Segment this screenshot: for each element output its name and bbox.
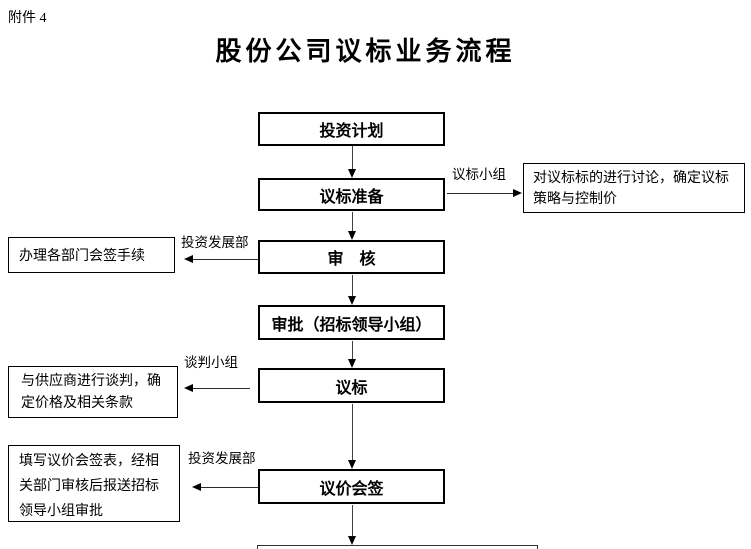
arrow-left-icon xyxy=(184,384,193,392)
arrow-shaft xyxy=(351,404,353,462)
arrow-shaft xyxy=(351,275,353,298)
arrow-left-negotiation-team xyxy=(184,384,250,393)
arrow-left-icon xyxy=(192,483,201,491)
arrow-down-icon xyxy=(348,460,356,469)
arrow-shaft xyxy=(192,259,258,260)
arrow-shaft xyxy=(351,212,353,233)
flow-box-bid-preparation: 议标准备 xyxy=(258,178,445,211)
arrow-down-5 xyxy=(348,404,356,469)
connector-label-bid-team: 议标小组 xyxy=(452,167,506,182)
arrow-left-investment-dev-2 xyxy=(192,483,258,492)
arrow-down-icon xyxy=(348,231,356,240)
flow-box-approval: 审批（招标领导小组） xyxy=(258,305,445,340)
arrow-shaft xyxy=(192,388,250,389)
arrow-left-icon xyxy=(184,255,193,263)
arrow-left-investment-dev-1 xyxy=(184,255,258,264)
flow-box-bid-negotiation: 议标 xyxy=(258,368,445,403)
flow-box-investment-plan: 投资计划 xyxy=(258,112,445,146)
arrow-shaft xyxy=(351,146,353,171)
arrow-shaft xyxy=(351,505,353,538)
connector-label-investment-dev-2: 投资发展部 xyxy=(188,451,256,466)
flow-box-review: 审 核 xyxy=(258,240,445,274)
connector-label-negotiation-team: 谈判小组 xyxy=(184,355,238,370)
arrow-down-icon xyxy=(348,536,356,545)
connector-label-investment-dev-1: 投资发展部 xyxy=(181,235,249,250)
arrow-down-4 xyxy=(348,341,356,368)
arrow-down-6 xyxy=(348,505,356,545)
note-box-fill-countersign-form: 填写议价会签表，经相关部门审核后报送招标领导小组审批 xyxy=(8,445,180,522)
arrow-down-1 xyxy=(348,146,356,178)
arrow-down-icon xyxy=(348,169,356,178)
flow-box-next-step-partial xyxy=(257,545,538,549)
arrow-down-icon xyxy=(348,359,356,368)
attachment-label: 附件 4 xyxy=(8,11,47,26)
arrow-right-bid-team xyxy=(447,189,522,198)
arrow-down-icon xyxy=(348,296,356,305)
arrow-shaft xyxy=(351,341,353,361)
note-box-discuss-subject: 对议标标的进行讨论，确定议标策略与控制价 xyxy=(523,163,745,213)
arrow-down-3 xyxy=(348,275,356,305)
page-title: 股份公司议标业务流程 xyxy=(215,37,516,66)
flow-box-price-countersign: 议价会签 xyxy=(258,469,445,504)
arrow-right-icon xyxy=(513,189,522,197)
arrow-shaft xyxy=(200,487,258,488)
note-box-countersign-procedure: 办理各部门会签手续 xyxy=(8,237,175,273)
arrow-down-2 xyxy=(348,212,356,240)
note-box-negotiate-suppliers: 与供应商进行谈判，确定价格及相关条款 xyxy=(8,366,178,418)
arrow-shaft xyxy=(447,193,514,194)
